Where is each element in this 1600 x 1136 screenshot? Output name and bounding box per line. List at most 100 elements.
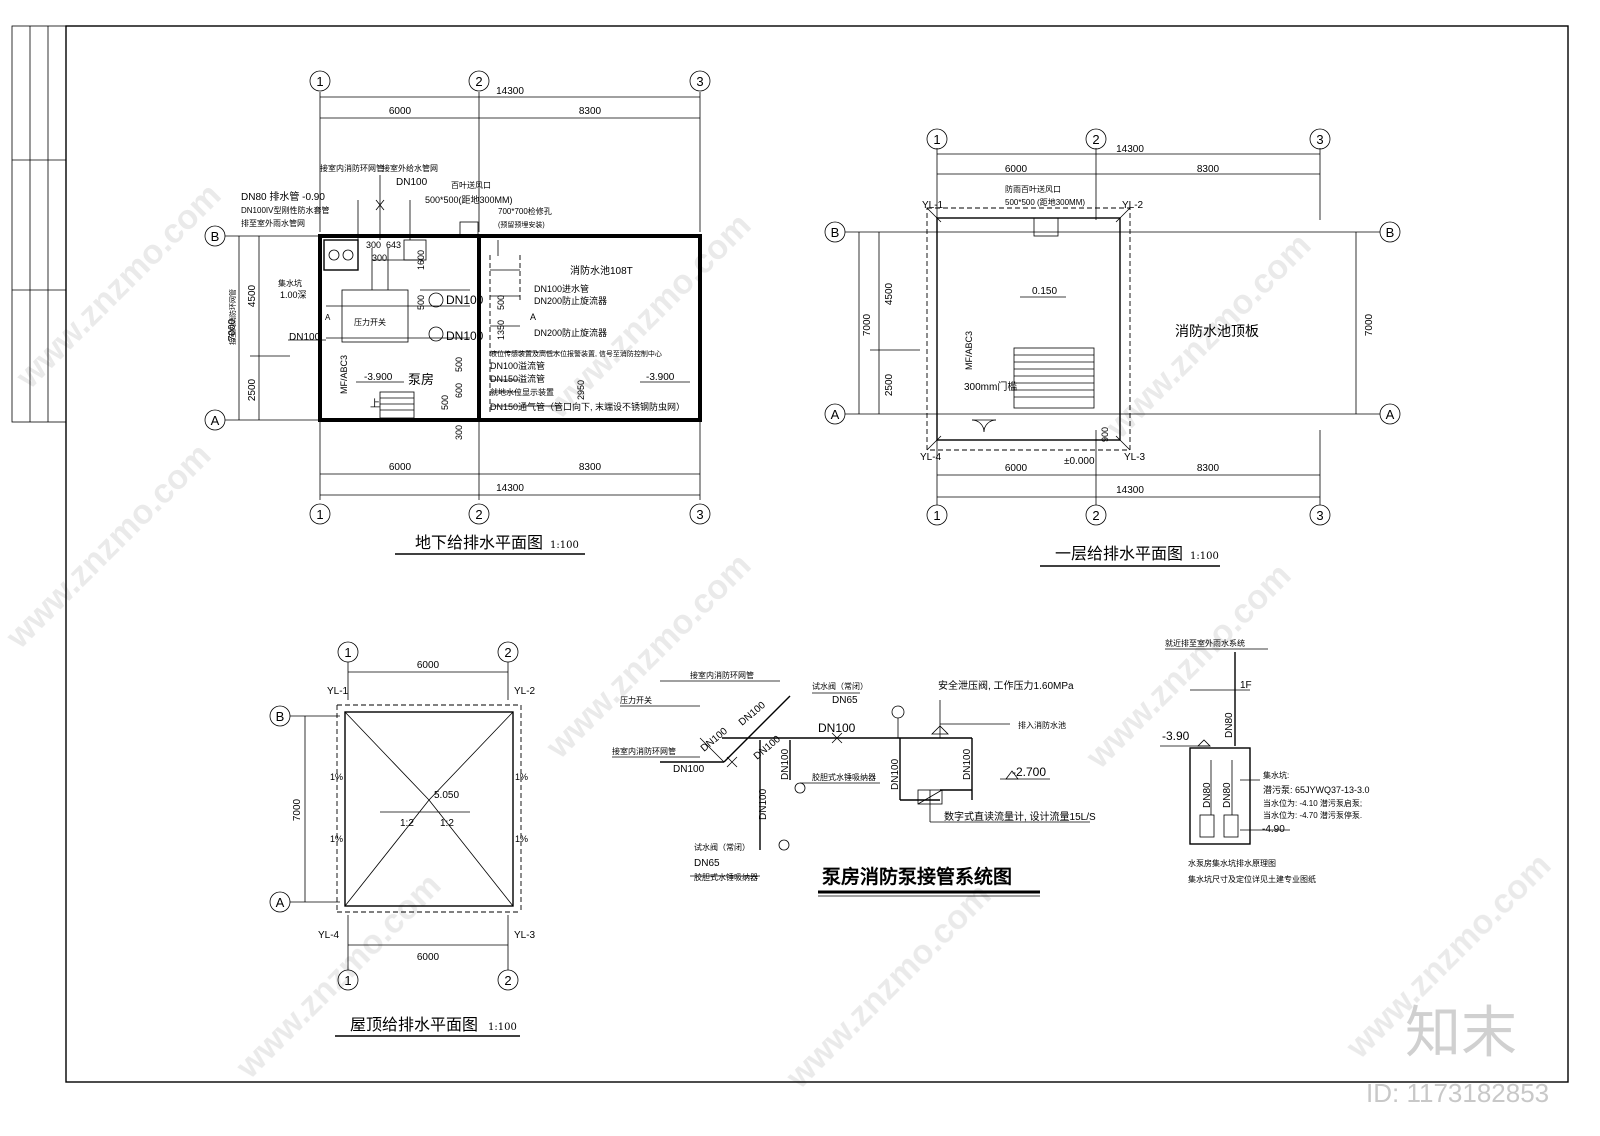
sump-label: 集水坑 [278,278,302,288]
axis-bubble: 1 [933,132,940,147]
flow-meter-label: 数字式直读流量计, 设计流量15L/S [944,810,1096,823]
level-note-label: 液位传感装置及高低水位报警装置, 信号至消防控制中心 [490,349,662,358]
recycle-top-label: 接室内消防环网管 [690,670,754,680]
threshold-label: 300mm门槛 [964,380,1017,393]
sump-elev-label: -3.90 [1162,729,1190,743]
dn65-bottom-label: DN65 [694,858,720,869]
test-valve-bottom-label: 试水阀（常闭） [694,842,750,852]
axis-bubble: 1 [344,973,351,988]
recycle-left-label: 接室内消防环网管 [228,289,237,345]
id-text: ID: 1173182853 [1366,1078,1549,1108]
axis-bubble: 2 [504,645,511,660]
dim-left-bay: 6000 [389,462,412,473]
dim-height: 7000 [227,318,238,341]
dn100-pump1-label: DN100 [446,293,484,307]
dim-inner: 300 [372,253,387,263]
dim-height-bottom: 2500 [884,373,895,396]
dn80-label: DN80 [1202,782,1213,808]
brand-watermark: 知末 ID: 1173182853 [1366,1001,1549,1108]
drawing-frame [65,25,1569,1083]
yl-label: YL-3 [514,930,536,941]
yl-label: YL-1 [922,200,944,211]
title-strip [11,25,67,423]
dim-right-bay: 8300 [579,462,602,473]
sump-diagram: 就近排至室外雨水系统 1F -3.90 DN80 DN80 DN80 集水坑: … [1160,638,1370,884]
axis-bubble: 3 [696,507,703,522]
sump-elev-label: 1.00深 [280,290,307,300]
dn100-inlet-label: DN100进水管 [534,283,589,294]
dim-inner: 900 [1100,427,1110,442]
to-water-net-label: 接室外给水管网 [382,163,438,173]
roof-outline [344,711,514,907]
slope-label: 1:2 [400,818,414,829]
watermark-site: www.znzmo.com [778,876,998,1096]
axis-bubble: B [1386,225,1395,240]
axis-bubble: A [831,407,840,422]
dim-inner: 500 [454,357,464,372]
to-rain-label: 就近排至室外雨水系统 [1165,638,1245,648]
stair-up-label: 上 [370,398,380,410]
dim-inner: 300 [454,425,464,440]
axis-bubble: 2 [1092,508,1099,523]
dn100-v-label: DN100 [890,758,901,790]
roof-plan-title: 屋顶给排水平面图 [350,1015,478,1034]
axis-bubble: 3 [1316,132,1323,147]
watermark-site: www.znzmo.com [1078,556,1298,776]
sump-pit-box [1189,747,1251,845]
dim-inner: 600 [454,383,464,398]
dn100-left-label: DN100 [673,764,705,775]
recycle-top-label: 接室内消防环网管 [320,163,384,173]
axis-bubble: A [211,413,220,428]
dn65-top-label: DN65 [832,695,858,706]
dim-inner: 500 [440,395,450,410]
dim-height-bottom: 2500 [247,378,258,401]
yl-label: YL-4 [920,452,942,463]
ground-plan-scale: 1:100 [1190,551,1219,562]
pump-stop-label: 当水位为: -4.70 潜污泵停泵. [1263,810,1362,820]
slope-pct: 1% [330,834,343,844]
louvre-label: 防雨百叶送风口 [1005,184,1061,194]
ground-plan: 14300 6000 8300 1 2 3 6000 8300 14300 1 … [824,128,1401,567]
yl-label: YL-4 [318,930,340,941]
dim-right-bay: 8300 [1197,164,1220,175]
dim-inner: 2950 [576,380,586,400]
sump-diagram-note: 集水坑尺寸及定位详见土建专业图纸 [1188,874,1316,884]
to-outdoor-rain-label: 排至室外雨水管网 [241,218,305,228]
dim-total: 14300 [1116,485,1144,496]
sump-bottom-elev: -4.90 [1262,824,1285,835]
roof-plan: 1 2 6000 B A 7000 YL-1 YL-2 YL-3 YL-4 5.… [269,641,536,1037]
dn100-top-label: DN100 [396,177,428,188]
yl-label: YL-2 [1122,200,1144,211]
axis-bubble: 1 [316,74,323,89]
dim-height: 7000 [1364,313,1375,336]
dn150-overflow-label: DN150溢流管 [490,373,545,384]
yl-label: YL-3 [1124,452,1146,463]
axis-bubble: 2 [504,973,511,988]
hatch-label: 700*700检修孔 [498,206,552,216]
axis-bubble: 1 [344,645,351,660]
level-gauge-label: 就地水位显示装置 [490,387,554,397]
watermark-site: www.znzmo.com [228,866,448,1086]
dim-inner: 500 [416,295,426,310]
roof-slab-label: 消防水池顶板 [1175,323,1259,339]
recycle-left-label: 接室内消防环网管 [612,746,676,756]
section-mark: A [325,313,331,322]
dim-left-bay: 6000 [1005,463,1028,474]
axis-bubble: 3 [696,74,703,89]
axis-bubble: B [211,229,220,244]
dn200-a-label: DN200防止旋流器 [534,295,607,306]
dim-left-bay: 6000 [389,106,412,117]
dn150-vent-label: DN150通气管（管口向下, 末端设不锈钢防虫网） [490,401,685,412]
sump-diagram-title: 水泵房集水坑排水原理图 [1188,858,1276,868]
elev-label: 0.150 [1032,286,1057,297]
elev-right-label: -3.900 [646,372,675,383]
basement-plan-scale: 1:100 [550,540,579,551]
pressure-switch-label: 压力开关 [354,317,386,327]
dim-height-top: 4500 [884,282,895,305]
flex-joint-label: 胶胆式水锤吸纳器 [812,772,876,782]
dim-height: 7000 [862,313,873,336]
dn200-b-label: DN200防止旋流器 [534,327,607,338]
ground-plan-title: 一层给排水平面图 [1055,544,1183,563]
